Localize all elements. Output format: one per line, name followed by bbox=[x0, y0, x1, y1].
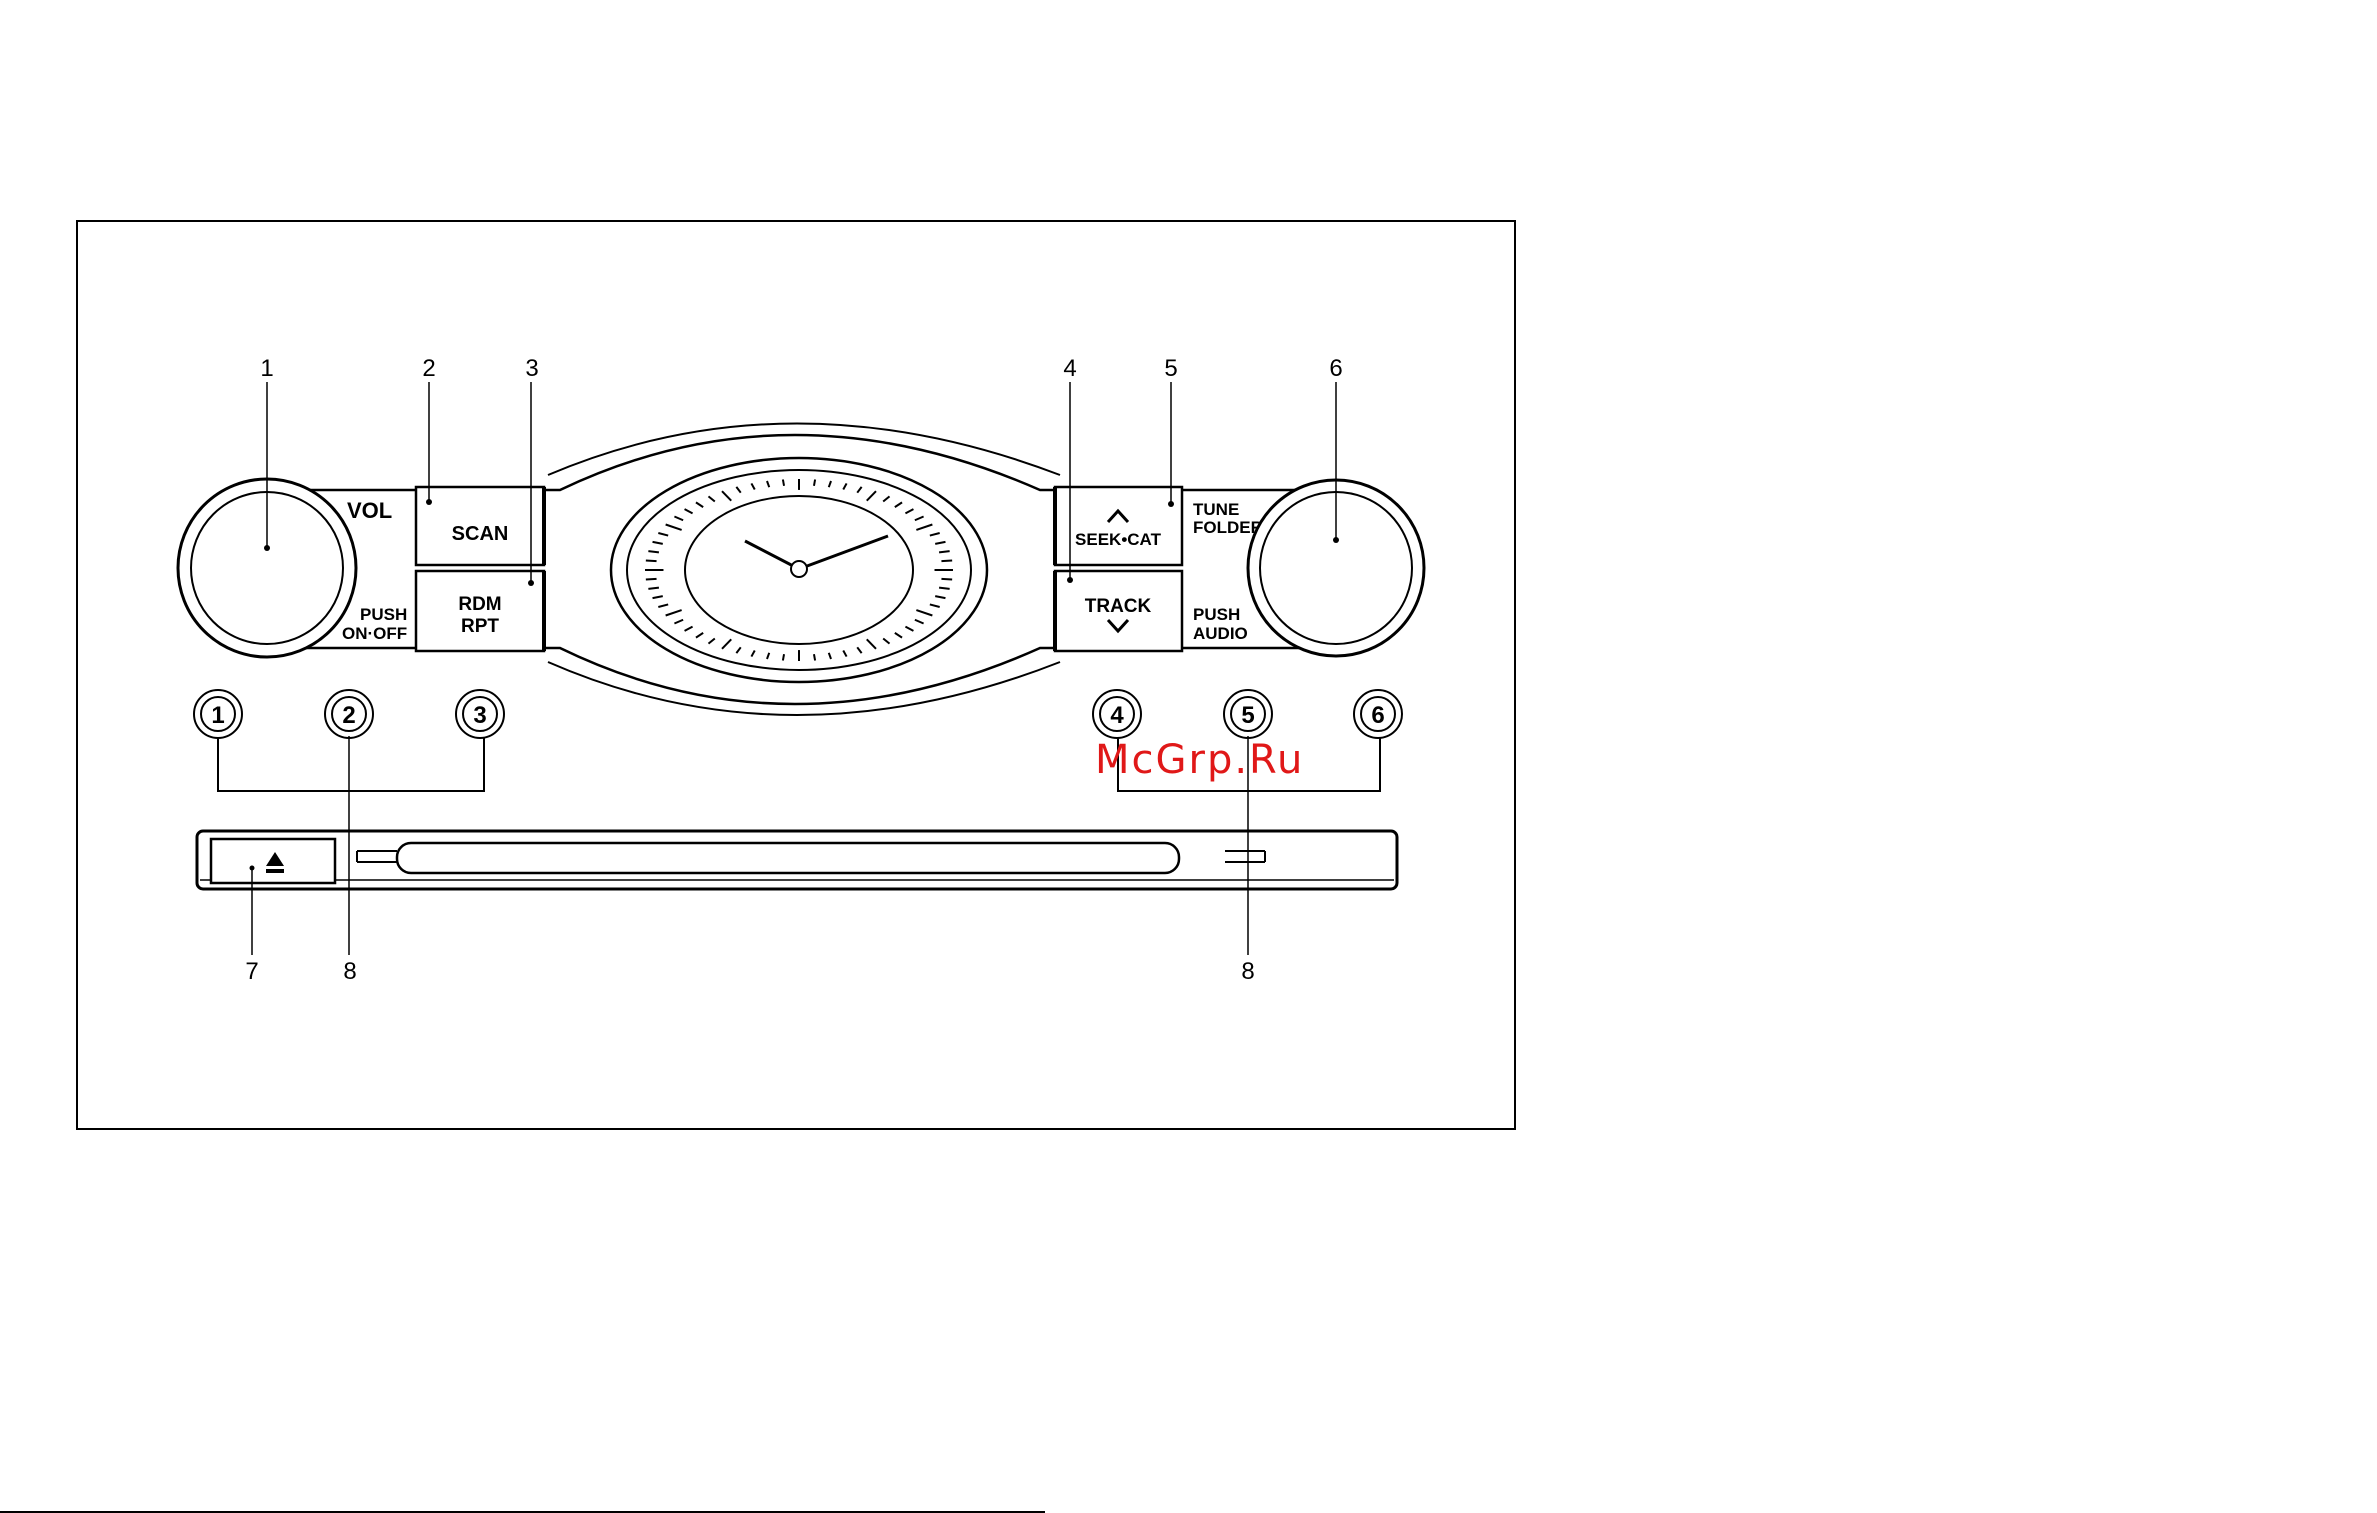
scan-label: SCAN bbox=[452, 523, 509, 545]
clock-tick bbox=[783, 479, 784, 485]
preset-button-2[interactable]: 2 bbox=[325, 690, 373, 738]
callout-8-right: 8 bbox=[1241, 958, 1254, 985]
cd-slot-panel bbox=[197, 831, 1397, 889]
callout-4: 4 bbox=[1063, 355, 1076, 382]
clock-tick bbox=[783, 654, 784, 660]
preset-button-6[interactable]: 6 bbox=[1354, 690, 1402, 738]
preset-5-label: 5 bbox=[1241, 702, 1254, 729]
cd-insert-slot[interactable] bbox=[397, 843, 1179, 873]
push-label-left: PUSH bbox=[360, 605, 407, 624]
preset-2-label: 2 bbox=[342, 702, 355, 729]
preset-button-3[interactable]: 3 bbox=[456, 690, 504, 738]
callout-7: 7 bbox=[245, 958, 258, 985]
rdm-label: RDM bbox=[458, 594, 501, 615]
preset-button-1[interactable]: 1 bbox=[194, 690, 242, 738]
callout-2: 2 bbox=[422, 355, 435, 382]
clock-tick bbox=[648, 551, 659, 552]
preset-4-label: 4 bbox=[1110, 702, 1124, 729]
clock-tick bbox=[814, 654, 815, 660]
preset-6-label: 6 bbox=[1371, 702, 1384, 729]
clock-tick bbox=[648, 588, 659, 589]
audio-label: AUDIO bbox=[1193, 624, 1248, 643]
watermark: McGrp.Ru bbox=[1095, 737, 1304, 783]
eject-button[interactable] bbox=[211, 839, 335, 883]
clock-tick bbox=[646, 560, 657, 561]
seek-cat-label: SEEK•CAT bbox=[1075, 530, 1162, 549]
clock-tick bbox=[814, 479, 815, 485]
folder-label: FOLDER bbox=[1193, 518, 1263, 537]
preset-button-4[interactable]: 4 bbox=[1093, 690, 1141, 738]
push-label-right: PUSH bbox=[1193, 605, 1240, 624]
callout-1: 1 bbox=[260, 355, 273, 382]
on-off-label: ON·OFF bbox=[342, 624, 407, 643]
track-label: TRACK bbox=[1085, 596, 1152, 617]
callout-3: 3 bbox=[525, 355, 538, 382]
tune-label: TUNE bbox=[1193, 500, 1239, 519]
clock-tick bbox=[941, 579, 952, 580]
clock-tick bbox=[939, 588, 950, 589]
callout-8-left: 8 bbox=[343, 958, 356, 985]
rpt-label: RPT bbox=[461, 616, 499, 637]
clock-tick bbox=[941, 560, 952, 561]
callout-5: 5 bbox=[1164, 355, 1177, 382]
preset-button-5[interactable]: 5 bbox=[1224, 690, 1272, 738]
preset-bracket-left bbox=[218, 736, 484, 791]
vol-label: VOL bbox=[347, 498, 392, 523]
clock-tick bbox=[939, 551, 950, 552]
analog-clock-icon bbox=[611, 458, 987, 682]
seek-cat-button[interactable] bbox=[1055, 487, 1182, 565]
preset-3-label: 3 bbox=[473, 702, 486, 729]
clock-tick bbox=[646, 579, 657, 580]
callout-6: 6 bbox=[1329, 355, 1342, 382]
preset-1-label: 1 bbox=[211, 702, 224, 729]
